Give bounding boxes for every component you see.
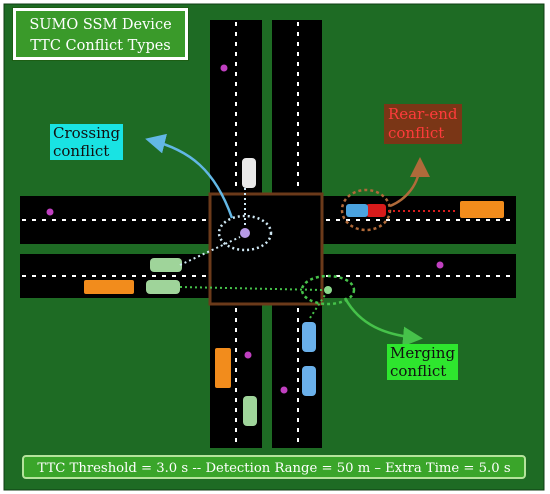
vehicle-white-north	[242, 158, 256, 188]
vehicle-blue-rear-end	[346, 204, 368, 217]
vehicle-green-crossing	[150, 258, 182, 272]
crossing-label-line-1: Crossing	[53, 124, 121, 142]
title-line-1: SUMO SSM Device	[29, 17, 172, 33]
crossing-conflict-label: Crossing conflict	[50, 124, 124, 160]
rear-end-label-line-2: conflict	[388, 124, 445, 142]
merging-label-line-2: conflict	[390, 362, 447, 380]
rear-end-conflict-zone	[340, 188, 458, 232]
merging-arrow	[343, 297, 423, 347]
parameters-footer: TTC Threshold = 3.0 s -- Detection Range…	[22, 455, 526, 479]
crossing-arrow	[145, 133, 234, 219]
title-box: SUMO SSM Device TTC Conflict Types	[13, 8, 188, 60]
crossing-label-line-2: conflict	[53, 142, 110, 160]
vehicle-red-rear-end	[366, 204, 386, 217]
merging-label-line-1: Merging	[390, 344, 456, 362]
title-line-2: TTC Conflict Types	[30, 38, 171, 54]
crossing-conflict-zone	[179, 188, 273, 266]
merging-conflict-label: Merging conflict	[387, 344, 459, 380]
merging-conflict-zone	[179, 274, 356, 319]
lane-markings	[22, 22, 514, 446]
vehicle-green-south	[243, 396, 257, 426]
rear-end-arrow	[389, 157, 430, 208]
vehicle-blue-south-2	[302, 366, 316, 396]
truck-orange-east	[460, 201, 504, 218]
road-north-right	[272, 20, 322, 198]
vehicle-blue-south-1	[302, 322, 316, 352]
vehicle-green-merging	[146, 280, 180, 294]
rear-end-label-line-1: Rear-end	[388, 105, 458, 123]
vehicles	[84, 158, 504, 426]
rear-end-conflict-label: Rear-end conflict	[384, 104, 462, 144]
truck-orange-west	[84, 280, 134, 294]
pedestrian-markers	[46, 64, 444, 394]
truck-orange-south	[215, 348, 231, 388]
